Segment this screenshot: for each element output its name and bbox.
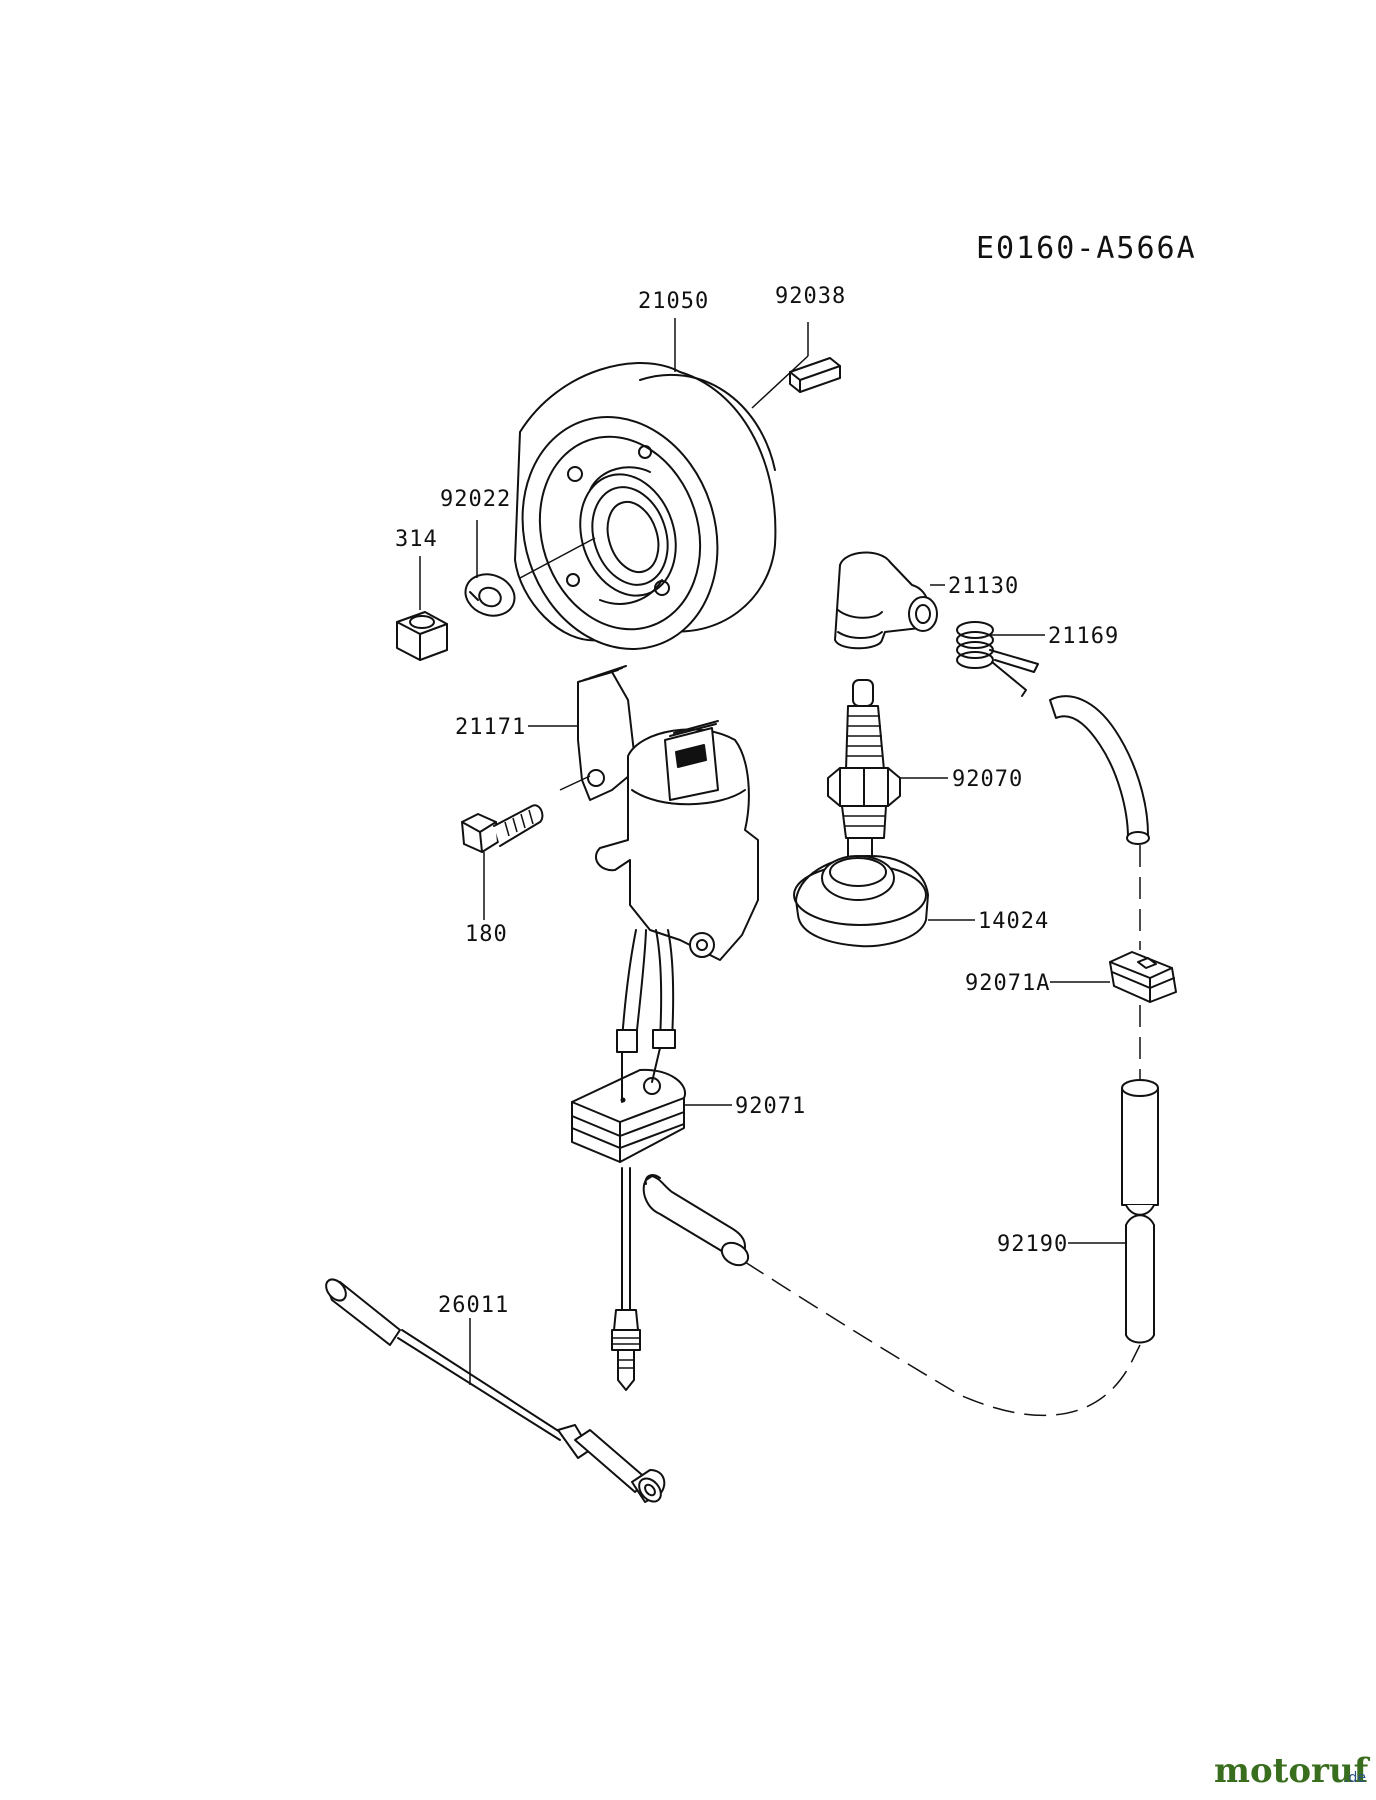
ignition-coil-drawing [577,665,759,1053]
flywheel-drawing [514,362,777,651]
plug-cap-drawing [834,551,938,650]
part-labels: 21050 92038 92022 314 21130 21169 21171 … [395,284,1119,1318]
label-21171: 21171 [455,715,526,740]
label-14024: 14024 [978,909,1049,934]
grommet-b-drawing [571,1068,687,1163]
tube-drawing [744,695,1159,1417]
grommet-drawing [793,854,929,948]
stop-lead-drawing [325,1278,666,1503]
logo-tld: .de [1344,1770,1366,1786]
motoruf-logo: motoruf .de [1214,1751,1371,1791]
label-21050: 21050 [638,289,709,314]
grommet-a-drawing [1109,951,1177,1003]
label-314: 314 [395,527,438,552]
logo-text: motoruf [1214,1751,1371,1791]
spring-drawing [956,621,1039,697]
diagram-code: E0160-A566A [976,231,1197,266]
label-180: 180 [465,922,508,947]
wires-drawing [611,1047,750,1391]
nut-drawing [396,611,448,661]
label-21169: 21169 [1048,624,1119,649]
label-92070: 92070 [952,767,1023,792]
leader-lines [419,318,1126,1385]
label-92071A: 92071A [965,971,1050,996]
washer-drawing [464,573,516,617]
label-92071: 92071 [735,1094,806,1119]
label-92022: 92022 [440,487,511,512]
label-21130: 21130 [948,574,1019,599]
spark-plug-drawing [827,679,901,859]
label-26011: 26011 [438,1293,509,1318]
label-92038: 92038 [775,284,846,309]
bolt-drawing [461,804,544,853]
label-92190: 92190 [997,1232,1068,1257]
key-drawing [789,357,841,393]
